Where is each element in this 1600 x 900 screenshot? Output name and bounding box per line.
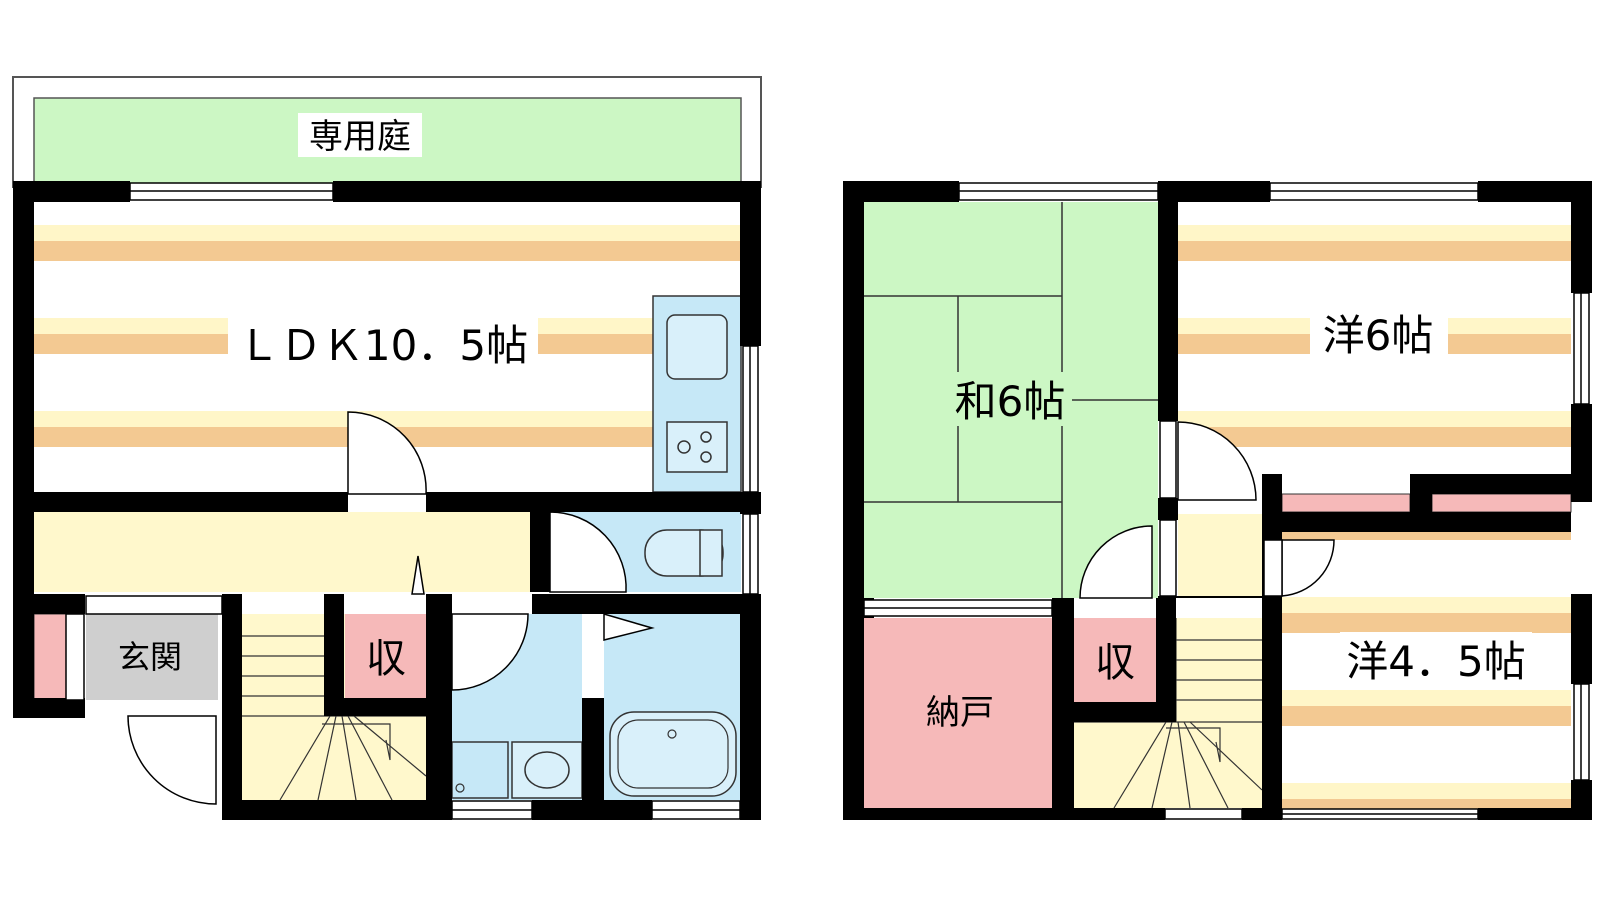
garden-area (33, 97, 742, 185)
closet-yo45 (1431, 493, 1572, 513)
hallway-floor (34, 512, 534, 592)
ldk-label-bg (228, 315, 538, 371)
nando-floor (864, 618, 1052, 808)
yo45-label-bg (1340, 632, 1532, 686)
washitsu-label-bg (946, 372, 1072, 426)
floor-2: 和6帖 洋6帖 洋4．5帖 納戸 収 収 (843, 181, 1592, 820)
shoe-storage (33, 613, 67, 701)
closet-yo6 (1281, 493, 1411, 513)
yo6-label-bg (1310, 306, 1448, 360)
storage-label-floor2-overlay: 収 (1095, 640, 1135, 686)
entrance-label: 玄関 (118, 638, 182, 676)
storage-floor1 (345, 614, 427, 698)
walls-floor1 (13, 181, 761, 820)
washitsu-label: 和6帖 (955, 377, 1066, 426)
bathtub-icon (609, 711, 737, 797)
hallway-floor2 (1178, 514, 1262, 596)
doors-floor2 (1079, 421, 1335, 599)
garden-label: 専用庭 (309, 117, 411, 157)
washer-icon (451, 741, 509, 799)
floor-1: 専用庭 ＬＤＫ10．5帖 玄関 (12, 76, 762, 820)
doors-floor1 (127, 411, 655, 805)
washbasin-icon (511, 741, 583, 799)
stove-icon (666, 421, 728, 473)
entrance-floor (86, 614, 218, 700)
kitchen-sink-icon (666, 314, 728, 380)
ldk-label: ＬＤＫ10．5帖 (238, 321, 528, 370)
nando-label: 納戸 (926, 693, 994, 733)
walls-floor2 (843, 181, 1592, 820)
yo45-label: 洋4．5帖 (1346, 637, 1525, 686)
garden-label-bg (298, 113, 422, 157)
storage-label-floor1: 収 (366, 636, 406, 682)
yo6-label: 洋6帖 (1323, 311, 1434, 360)
